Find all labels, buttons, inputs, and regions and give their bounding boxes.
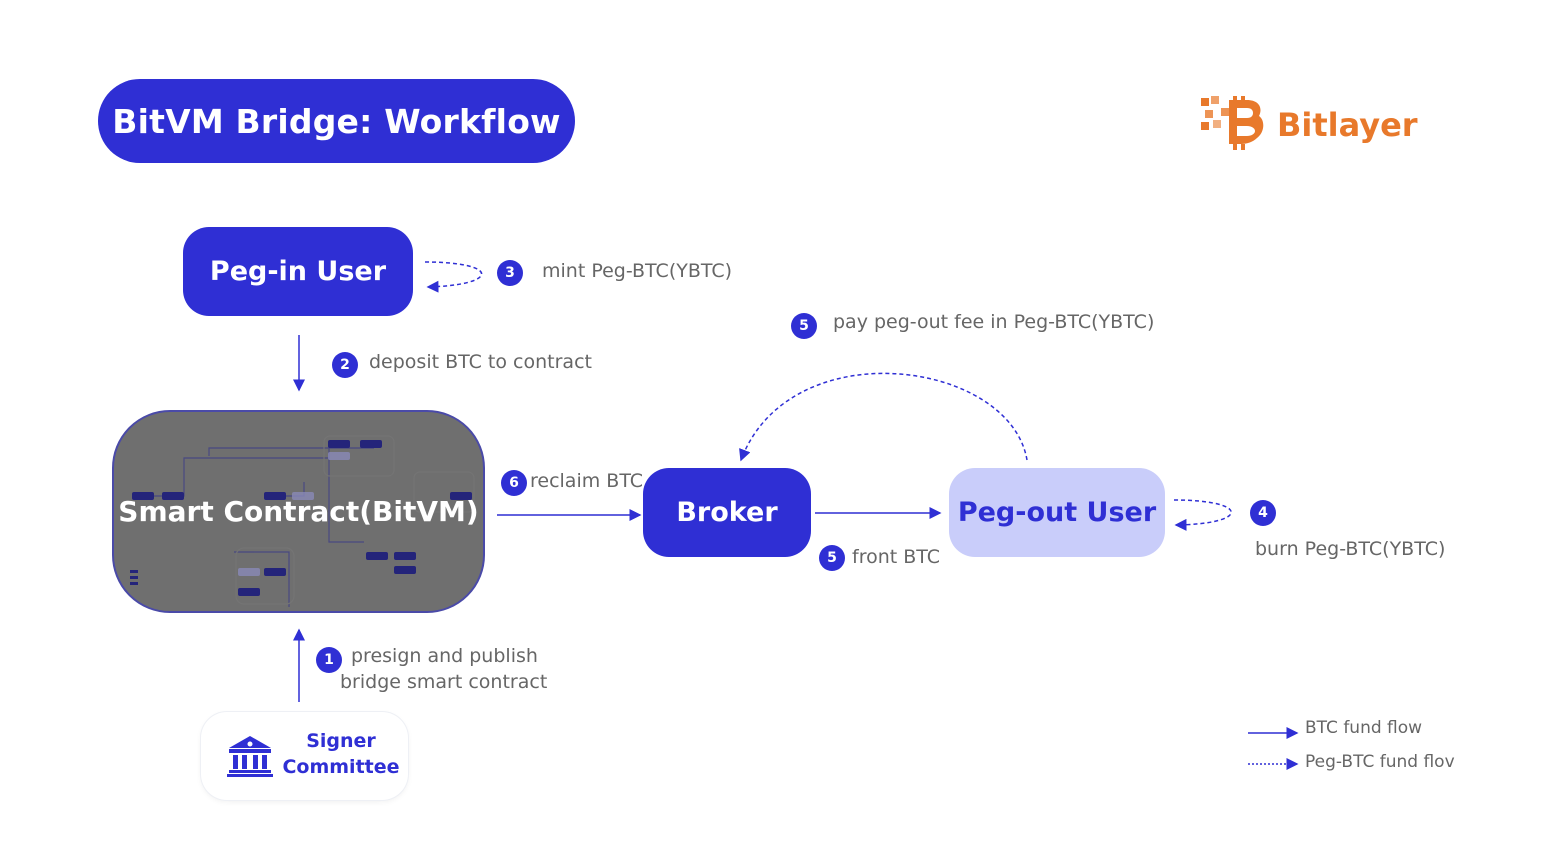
loop-mint <box>424 261 483 293</box>
step-5b-badge: 5 <box>819 545 845 571</box>
step-3-label: mint Peg-BTC(YBTC) <box>542 260 733 282</box>
step-5a-badge: 5 <box>791 313 817 339</box>
step-4-label: burn Peg-BTC(YBTC) <box>1255 538 1446 560</box>
step-5b-label: front BTC <box>852 546 941 568</box>
arrow-pay-fee <box>739 372 1028 462</box>
bank-icon <box>227 736 273 777</box>
signer-committee-label: Signer Committee <box>281 728 401 780</box>
step-2-badge: 2 <box>332 352 358 378</box>
signer-committee-node: Signer Committee <box>201 712 408 800</box>
signer-label-line1: Signer <box>306 730 376 752</box>
step-1-badge: 1 <box>316 647 342 673</box>
step-6-label: reclaim BTC <box>530 470 644 492</box>
circuit-pattern <box>130 435 475 607</box>
page-title: BitVM Bridge: Workflow <box>98 79 575 163</box>
smart-contract-node: Smart Contract(BitVM) <box>112 410 485 613</box>
loop-burn <box>1173 499 1232 531</box>
pegout-user-node: Peg-out User <box>949 468 1165 557</box>
legend-pegbtc-flow: Peg-BTC fund flov <box>1305 752 1455 772</box>
step-5a-label: pay peg-out fee in Peg-BTC(YBTC) <box>833 311 1155 333</box>
step-1-label-line2: bridge smart contract <box>340 671 548 693</box>
step-6-badge: 6 <box>501 470 527 496</box>
legend-btc-flow: BTC fund flow <box>1305 718 1423 738</box>
signer-label-line2: Committee <box>282 756 400 778</box>
bitlayer-logo-icon <box>1201 96 1264 150</box>
pegin-user-node: Peg-in User <box>183 227 413 316</box>
smart-contract-label: Smart Contract(BitVM) <box>118 495 479 528</box>
logo-text: Bitlayer <box>1277 106 1418 144</box>
step-1-label-line1: presign and publish <box>351 645 538 667</box>
step-3-badge: 3 <box>497 260 523 286</box>
step-2-label: deposit BTC to contract <box>369 351 592 373</box>
broker-node: Broker <box>643 468 811 557</box>
step-4-badge: 4 <box>1250 500 1276 526</box>
